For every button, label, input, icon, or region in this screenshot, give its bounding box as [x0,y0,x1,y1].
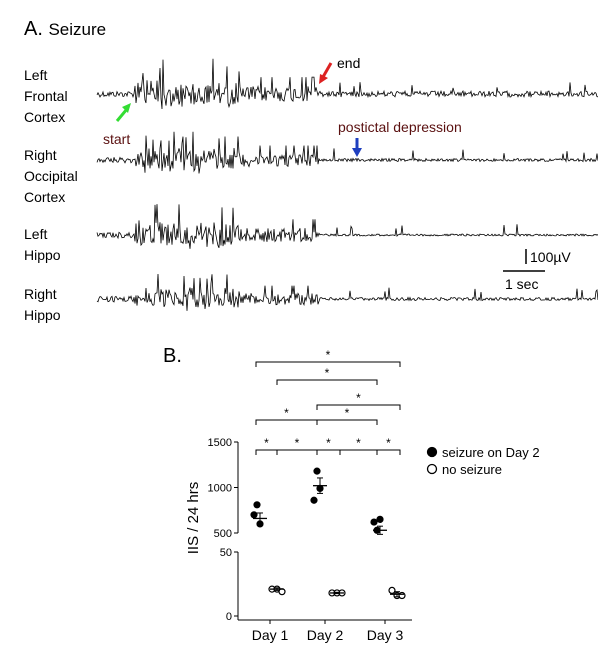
eeg-trace-group [96,58,598,311]
channel-label-line: Right [24,286,57,302]
channel-label-line: Hippo [24,247,61,263]
significance-star: * [326,348,331,362]
eeg-trace-4 [96,273,598,311]
significance-bracket [316,419,378,425]
data-point-seizure [376,515,384,523]
channel-label-line: Left [24,226,48,242]
significance-star: * [356,391,361,405]
significance-bracket [316,404,401,410]
y-axis-label: IIS / 24 hrs [185,482,202,555]
channel-label-right-hippo: Right Hippo [24,284,61,326]
channel-label-line: Left [24,67,48,83]
significance-star: * [325,366,330,380]
eeg-trace-2 [96,131,598,174]
y-tick-label: 500 [214,528,232,540]
panel-a-letter: A. [24,18,43,40]
y-tick-label: 1000 [208,483,232,495]
scale-bar-voltage-label: 100µV [530,249,571,265]
data-point-seizure [250,511,258,519]
significance-bracket [255,419,318,425]
channel-label-left-hippo: Left Hippo [24,224,61,266]
scale-bar-time-label: 1 sec [505,276,539,292]
channel-label-line: Cortex [24,189,66,205]
end-arrow-icon [319,62,333,84]
panel-b-letter: B. [163,345,182,367]
data-point-seizure [253,501,261,509]
significance-bracket [376,449,401,455]
postictal-arrow-icon [352,138,362,157]
legend-filled-marker [426,446,438,458]
significance-star: * [356,436,361,450]
significance-star: * [386,436,391,450]
significance-bracket [339,449,378,455]
significance-bracket [255,361,401,367]
channel-label-right-occipital: Right Occipital Cortex [24,145,78,208]
significance-bracket [316,449,341,455]
annotation-postictal: postictal depression [338,119,462,135]
significance-star: * [284,406,289,420]
annotation-end: end [337,55,361,71]
data-point-no-seizure [398,591,406,600]
data-point-no-seizure [388,586,396,594]
panel-a-title: A. Seizure [24,18,106,41]
legend-open-marker [426,463,438,475]
significance-bracket [255,449,278,455]
y-tick-label: 0 [226,611,232,623]
significance-star: * [326,436,331,450]
significance-star: * [295,436,300,450]
channel-label-line: Frontal [24,88,68,104]
annotation-start: start [103,131,131,147]
legend-label: seizure on Day 2 [442,445,540,460]
data-point-seizure [313,467,321,475]
significance-star: * [264,436,269,450]
channel-label-line: Cortex [24,109,66,125]
channel-label-line: Hippo [24,307,61,323]
data-point-seizure [370,518,378,526]
legend-label: no seizure [442,462,502,477]
eeg-trace-1 [96,58,598,110]
eeg-trace-3 [96,204,598,249]
data-point-seizure [310,496,318,504]
significance-bracket [276,379,378,385]
x-tick-label: Day 2 [307,627,344,643]
x-tick-label: Day 3 [367,627,404,643]
channel-label-line: Right [24,147,57,163]
panel-a-heading: Seizure [48,20,107,39]
significance-bracket [276,449,318,455]
eeg-traces [96,58,598,311]
y-tick-label: 50 [220,547,232,559]
y-tick-label: 1500 [208,437,232,449]
channel-label-left-frontal: Left Frontal Cortex [24,65,68,128]
channel-label-line: Occipital [24,168,78,184]
significance-star: * [345,406,350,420]
x-tick-label: Day 1 [252,627,289,643]
start-arrow-icon [115,103,131,122]
